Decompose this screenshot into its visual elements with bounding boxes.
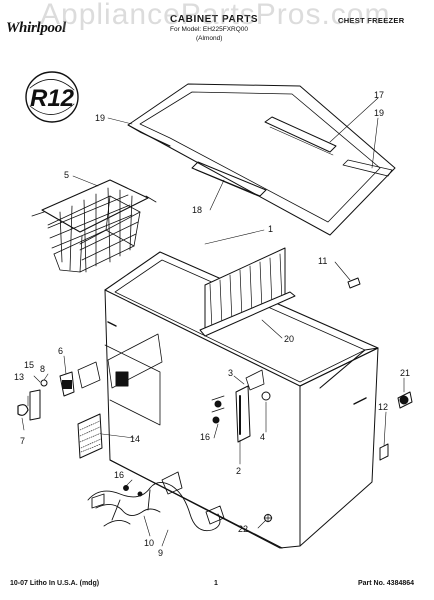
callout-12: 12 — [378, 402, 388, 412]
callout-11: 11 — [318, 256, 327, 266]
callout-10: 10 — [144, 538, 154, 548]
callout-6: 6 — [58, 346, 63, 356]
callout-3: 3 — [228, 368, 233, 378]
r12-badge-label: R12 — [30, 85, 75, 112]
callout-14: 14 — [130, 434, 140, 444]
callout-15: 15 — [24, 360, 34, 370]
callout-9: 9 — [158, 548, 163, 558]
wiring-harness — [87, 471, 225, 532]
callout-22: 22 — [238, 524, 248, 534]
cabinet-bracket — [379, 443, 389, 461]
callout-numbers: 19 17 19 1 18 5 11 20 15 6 13 8 7 14 3 1… — [14, 90, 410, 558]
callout-17: 17 — [374, 90, 384, 100]
callout-4: 4 — [260, 432, 265, 442]
page-title: CABINET PARTS — [170, 14, 259, 25]
brand-logo: Whirlpool — [6, 20, 66, 36]
footer-part-number: Part No. 4384864 — [358, 580, 415, 587]
callout-7: 7 — [20, 436, 25, 446]
hinge-latch-assembly — [211, 369, 271, 443]
divider-panel — [199, 247, 296, 337]
cord-clamp-parts — [29, 361, 101, 421]
leveling-screw — [397, 391, 413, 409]
cabinet-clip — [347, 277, 361, 289]
product-type: CHEST FREEZER — [338, 16, 405, 25]
color-line: (Almond) — [196, 35, 223, 42]
leveling-leg — [263, 513, 273, 523]
vent-grille — [77, 413, 103, 459]
footer-print-info: 10-07 Litho In U.S.A. (mdg) — [10, 580, 100, 587]
callout-19-right: 19 — [374, 108, 384, 118]
callout-1: 1 — [268, 224, 273, 234]
callout-leader-lines — [21, 97, 405, 547]
callout-16-harness: 16 — [114, 470, 124, 480]
callout-13: 13 — [14, 372, 24, 382]
footer-page-number: 1 — [214, 580, 218, 587]
watermark: AppliancePartsPros.com — [40, 0, 391, 31]
callout-18: 18 — [192, 205, 202, 215]
freezer-cabinet — [104, 251, 379, 549]
lid-gasket-frame — [127, 83, 396, 236]
model-line: For Model: EH225FXRQ00 — [170, 26, 249, 33]
wire-basket — [31, 179, 157, 273]
callout-5: 5 — [64, 170, 69, 180]
retainer-clip — [17, 404, 29, 416]
r12-badge — [25, 71, 79, 123]
callout-16-hinge: 16 — [200, 432, 210, 442]
divider-strip — [191, 161, 267, 197]
callout-19-left: 19 — [95, 113, 105, 123]
callout-2: 2 — [236, 466, 241, 476]
callout-8: 8 — [40, 364, 45, 374]
callout-21: 21 — [400, 368, 410, 378]
callout-20: 20 — [284, 334, 294, 344]
